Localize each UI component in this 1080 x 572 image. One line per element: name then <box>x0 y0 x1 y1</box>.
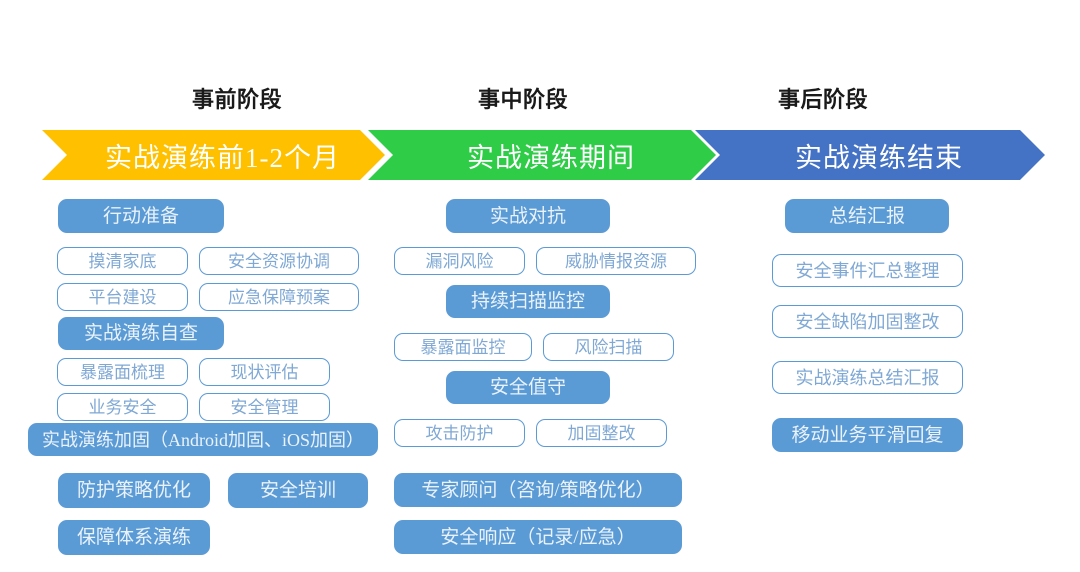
phase-banner-during[interactable]: 实战演练期间 <box>368 130 716 180</box>
flow-item[interactable]: 实战对抗 <box>446 199 610 233</box>
flow-item-label: 安全响应（记录/应急） <box>440 526 636 548</box>
phase-banner-pre[interactable]: 实战演练前1-2个月 <box>42 130 385 180</box>
flow-item-label: 总结汇报 <box>828 205 905 227</box>
flow-item[interactable]: 移动业务平滑回复 <box>772 418 963 452</box>
flow-item[interactable]: 现状评估 <box>199 358 330 386</box>
flow-item[interactable]: 安全响应（记录/应急） <box>394 520 682 554</box>
flow-item-label: 摸清家底 <box>88 251 157 271</box>
phase-banner-post[interactable]: 实战演练结束 <box>695 130 1045 180</box>
flow-item[interactable]: 风险扫描 <box>543 333 674 361</box>
flow-item-label: 应急保障预案 <box>228 287 330 307</box>
flow-item[interactable]: 专家顾问（咨询/策略优化） <box>394 473 682 507</box>
flow-item[interactable]: 漏洞风险 <box>394 247 525 275</box>
flow-item-label: 漏洞风险 <box>425 251 494 271</box>
flow-item[interactable]: 暴露面梳理 <box>57 358 188 386</box>
flow-item[interactable]: 持续扫描监控 <box>446 285 610 318</box>
flow-item[interactable]: 实战演练加固（Android加固、iOS加固） <box>28 423 378 456</box>
flow-item[interactable]: 安全缺陷加固整改 <box>772 305 963 338</box>
flow-item[interactable]: 安全管理 <box>199 393 330 421</box>
phase-banner-label-pre: 实战演练前1-2个月 <box>105 142 340 173</box>
flow-item-label: 安全资源协调 <box>228 251 330 271</box>
flow-item[interactable]: 防护策略优化 <box>58 473 210 508</box>
flow-item[interactable]: 应急保障预案 <box>199 283 359 311</box>
flow-item-label: 安全事件汇总整理 <box>795 260 940 281</box>
flow-item[interactable]: 平台建设 <box>57 283 188 311</box>
flow-item[interactable]: 业务安全 <box>57 393 188 421</box>
flow-item-label: 加固整改 <box>567 423 636 443</box>
flow-item[interactable]: 保障体系演练 <box>58 520 210 555</box>
flow-item-label: 暴露面梳理 <box>80 362 165 382</box>
flow-item[interactable]: 行动准备 <box>58 199 224 233</box>
flow-item-label: 威胁情报资源 <box>565 251 667 271</box>
flow-item[interactable]: 实战演练自查 <box>58 317 224 350</box>
flow-item-label: 专家顾问（咨询/策略优化） <box>421 479 655 501</box>
flow-item[interactable]: 实战演练总结汇报 <box>772 361 963 394</box>
flow-item-label: 实战对抗 <box>489 205 566 227</box>
flow-item-label: 防护策略优化 <box>76 480 191 501</box>
flow-item-label: 实战演练加固（Android加固、iOS加固） <box>41 429 364 450</box>
flow-item[interactable]: 摸清家底 <box>57 247 188 275</box>
phase-banner-label-post: 实战演练结束 <box>795 142 963 173</box>
phase-banner-label-during: 实战演练期间 <box>467 142 635 173</box>
flow-item[interactable]: 威胁情报资源 <box>536 247 696 275</box>
flow-item-label: 风险扫描 <box>574 337 643 357</box>
flow-item-label: 行动准备 <box>102 205 179 227</box>
flow-item-label: 安全值守 <box>489 377 566 398</box>
flow-item-label: 安全缺陷加固整改 <box>795 311 940 332</box>
flow-item-label: 现状评估 <box>230 362 299 382</box>
flow-item-label: 业务安全 <box>88 397 157 417</box>
flow-item[interactable]: 暴露面监控 <box>394 333 532 361</box>
phase-caption-post: 事后阶段 <box>778 87 869 112</box>
flow-item[interactable]: 安全值守 <box>446 371 610 404</box>
flow-item-label: 安全管理 <box>230 397 299 417</box>
phase-caption-pre: 事前阶段 <box>192 87 283 112</box>
flow-item-label: 暴露面监控 <box>420 337 506 357</box>
flow-item-label: 实战演练自查 <box>83 323 198 344</box>
flow-item[interactable]: 安全培训 <box>228 473 368 508</box>
flow-item-label: 保障体系演练 <box>76 527 191 548</box>
flow-item[interactable]: 总结汇报 <box>785 199 949 233</box>
flow-item[interactable]: 加固整改 <box>536 419 667 447</box>
flow-item-label: 安全培训 <box>259 480 336 501</box>
flow-item[interactable]: 攻击防护 <box>394 419 525 447</box>
phase-caption-during: 事中阶段 <box>478 87 569 112</box>
flow-item-label: 移动业务平滑回复 <box>791 424 944 446</box>
flow-item-label: 平台建设 <box>88 287 157 307</box>
flow-item[interactable]: 安全资源协调 <box>199 247 359 275</box>
flow-item-label: 持续扫描监控 <box>470 291 585 312</box>
flow-item[interactable]: 安全事件汇总整理 <box>772 254 963 287</box>
flow-item-label: 攻击防护 <box>425 423 494 443</box>
flow-item-label: 实战演练总结汇报 <box>795 367 940 388</box>
